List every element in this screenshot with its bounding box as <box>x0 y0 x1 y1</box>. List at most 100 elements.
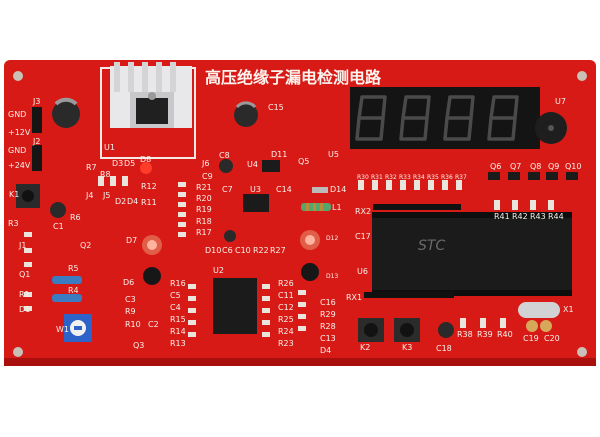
mcu-brand: STC <box>418 238 446 254</box>
transistor-row <box>488 172 578 180</box>
label-x1: X1 <box>563 305 574 314</box>
mcu-chip <box>372 218 572 290</box>
pcb-edge-shadow <box>4 358 596 366</box>
label-r44: R44 <box>548 212 564 221</box>
label-r25: R25 <box>278 315 294 324</box>
label-q6: Q6 <box>490 162 502 171</box>
label-j3: J3 <box>33 97 41 106</box>
label-r39: R39 <box>477 330 493 339</box>
label-r34: R34 <box>413 174 425 181</box>
label-r24: R24 <box>278 327 294 336</box>
label-r36: R36 <box>441 174 453 181</box>
label-u5: U5 <box>328 150 339 159</box>
inductor-l1 <box>301 203 331 211</box>
label-r21: R21 <box>196 183 212 192</box>
label-r14: R14 <box>170 327 186 336</box>
label-r26: R26 <box>278 279 294 288</box>
label-r32: R32 <box>385 174 397 181</box>
label-r35: R35 <box>427 174 439 181</box>
label-r1: R1 <box>19 290 30 299</box>
label-d4: D4 <box>127 197 139 206</box>
label-k1: K1 <box>9 190 20 199</box>
label-j5: J5 <box>103 191 111 200</box>
resistor-r4 <box>52 294 82 302</box>
label-q7: Q7 <box>510 162 522 171</box>
label-c6: C6 <box>222 246 233 255</box>
label-d12: D12 <box>326 235 339 242</box>
header-rx2 <box>373 204 461 210</box>
label-gnd-mid: GND <box>8 146 27 155</box>
diode-d14 <box>312 187 328 193</box>
photodiode-d13 <box>301 263 319 281</box>
heatsink <box>110 62 192 128</box>
label-d7: D7 <box>126 236 138 245</box>
label-r8: R8 <box>100 170 111 179</box>
label-c5: C5 <box>170 291 181 300</box>
mount-hole-br <box>577 347 587 357</box>
label-d1: D1 <box>19 305 31 314</box>
label-c3: C3 <box>125 295 136 304</box>
label-c20: C20 <box>544 334 560 343</box>
label-c11: C11 <box>278 291 294 300</box>
label-rx1: RX1 <box>346 293 363 302</box>
label-gnd-top: GND <box>8 110 27 119</box>
label-d2: D2 <box>115 197 127 206</box>
label-r7: R7 <box>86 163 97 172</box>
label-k2: K2 <box>360 343 371 352</box>
label-r10: R10 <box>125 320 141 329</box>
label-r17: R17 <box>196 228 212 237</box>
label-q2: Q2 <box>80 241 92 250</box>
label-d5: D5 <box>124 159 136 168</box>
button-k3 <box>394 318 420 342</box>
label-r13: R13 <box>170 339 186 348</box>
label-c15: C15 <box>268 103 284 112</box>
label-r41: R41 <box>494 212 510 221</box>
label-c10: C10 <box>235 246 251 255</box>
board-title: 高压绝缘子漏电检测电路 <box>205 68 382 87</box>
label-r27: R27 <box>270 246 286 255</box>
label-d14: D14 <box>330 185 347 194</box>
mount-hole-tl <box>13 71 23 81</box>
label-r4: R4 <box>68 286 79 295</box>
led-d8 <box>140 162 152 174</box>
label-d8: D8 <box>140 155 152 164</box>
label-c8: C8 <box>219 151 230 160</box>
label-q9: Q9 <box>548 162 560 171</box>
crystal-x1 <box>518 302 560 318</box>
label-d6: D6 <box>123 278 135 287</box>
led-d7 <box>142 235 162 255</box>
label-12v: +12V <box>8 128 31 137</box>
label-u2: U2 <box>213 266 224 275</box>
label-c16: C16 <box>320 298 336 307</box>
electrolytic-cap-c10 <box>224 230 236 242</box>
label-r42: R42 <box>512 212 528 221</box>
label-j4: J4 <box>86 191 94 200</box>
label-c2: C2 <box>148 320 159 329</box>
label-q10: Q10 <box>565 162 582 171</box>
label-l1: L1 <box>332 203 342 212</box>
label-c9: C9 <box>202 172 213 181</box>
label-r5: R5 <box>68 264 79 273</box>
mcu-socket-bottom <box>372 290 572 296</box>
label-c18: C18 <box>436 344 452 353</box>
ic-u3 <box>243 194 269 212</box>
ic-u2 <box>213 278 257 334</box>
label-q8: Q8 <box>530 162 542 171</box>
electrolytic-cap-left <box>52 97 80 128</box>
header-rx1 <box>364 292 454 298</box>
label-r6: R6 <box>70 213 81 222</box>
label-c1: C1 <box>53 222 64 231</box>
mount-hole-tr <box>577 71 587 81</box>
label-u1: U1 <box>104 143 115 152</box>
electrolytic-cap-c18 <box>438 322 454 338</box>
label-r43: R43 <box>530 212 546 221</box>
label-r11: R11 <box>141 198 157 207</box>
label-r30: R30 <box>357 174 369 181</box>
led-d12 <box>300 230 320 250</box>
label-u6: U6 <box>357 267 368 276</box>
smd-parts <box>24 176 554 337</box>
label-r38: R38 <box>457 330 473 339</box>
mount-hole-bl <box>13 347 23 357</box>
label-r16: R16 <box>170 279 186 288</box>
cap-c19 <box>526 320 538 332</box>
